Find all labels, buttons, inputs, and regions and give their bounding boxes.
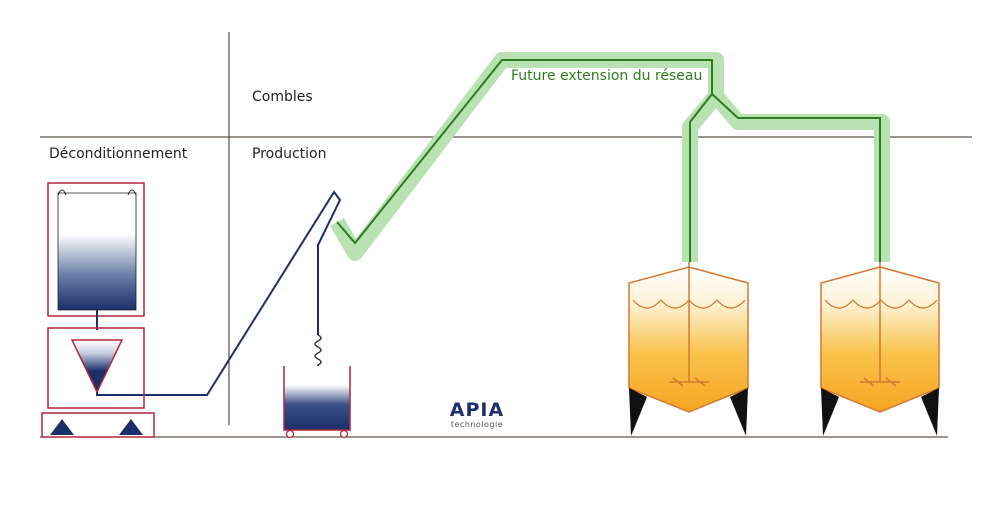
zone-label-production: Production [252, 146, 327, 162]
base-triangle-left-icon [50, 419, 74, 435]
future-network-band [330, 52, 890, 262]
tank-2-scallops [824, 299, 938, 309]
bin-body [283, 366, 351, 431]
big-bag-station [41, 182, 155, 438]
zone-label-deconditionnement: Déconditionnement [49, 146, 188, 162]
mixing-tank-2 [820, 262, 940, 436]
future-network [330, 52, 890, 262]
future-network-line [336, 59, 881, 262]
base-triangle-right-icon [119, 419, 143, 435]
zone-label-combles: Combles [252, 89, 313, 105]
tank-2-agitator-blades [860, 377, 900, 387]
tank-2-leg-left [821, 388, 839, 436]
flexible-hose-icon [314, 334, 322, 371]
big-bag-icon [57, 192, 137, 311]
bin-wheel-right [339, 429, 349, 439]
bin-wheel-left [285, 429, 295, 439]
apia-logo: APIA technologie [441, 400, 513, 429]
tank-1-agitator-blades [669, 377, 709, 387]
hopper-frame [47, 327, 145, 409]
future-extension-label: Future extension du réseau [511, 68, 703, 84]
conveyor-pipe [97, 190, 342, 396]
mixing-tank-1 [628, 262, 749, 436]
big-bag-loop-right [127, 189, 137, 196]
logo-main-text: APIA [449, 399, 505, 421]
mobile-bin [283, 366, 351, 439]
conveying-line [97, 190, 342, 396]
tank-1-leg-right [730, 388, 748, 436]
station-base [41, 412, 155, 438]
tank-2-leg-right [921, 388, 939, 436]
tank-1-leg-left [629, 388, 647, 436]
logo-sub-text: technologie [450, 420, 504, 429]
big-bag-loop-left [57, 189, 67, 196]
hopper-funnel-icon [70, 339, 124, 394]
